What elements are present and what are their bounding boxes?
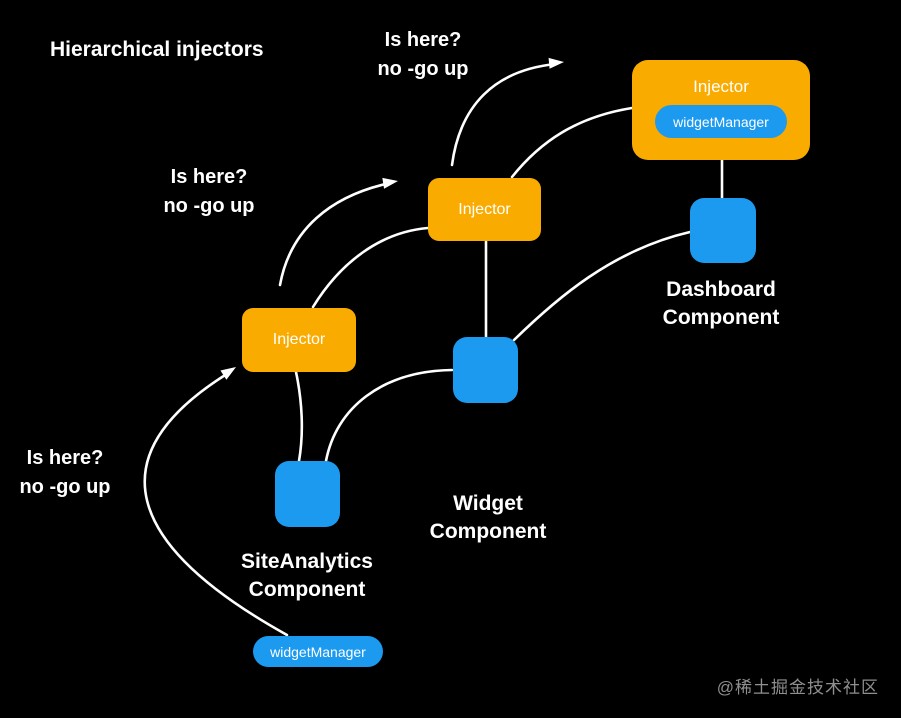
lookup-label-bottom-line1: Is here?: [26, 447, 104, 469]
component-label-site-analytics-line2: Component: [248, 578, 366, 601]
injector-box-root: Injector widgetManager: [632, 60, 810, 160]
component-label-site-analytics-line1: SiteAnalytics: [241, 550, 373, 573]
widget-manager-pill-site-analytics-label: widgetManager: [270, 643, 366, 660]
widget-manager-pill-site-analytics: widgetManager: [253, 636, 383, 667]
lookup-label-top-line2: no -go up: [377, 58, 469, 80]
arrow-injector1-to-injector2: [278, 181, 392, 287]
component-label-dashboard-line2: Component: [662, 306, 780, 329]
injector-root-label: Injector: [693, 77, 749, 96]
arrow-injector2-to-injector3: [450, 62, 558, 167]
widget-manager-pill-root-label: widgetManager: [673, 113, 769, 130]
lookup-label-middle-line1: Is here?: [170, 166, 248, 188]
injector-box-widget: Injector: [428, 178, 541, 241]
arrowhead-injector1-to-injector2: [382, 177, 398, 189]
component-label-dashboard-line1: Dashboard: [666, 278, 776, 301]
injector-site-analytics-label: Injector: [272, 331, 326, 348]
arrowhead-pill-to-injector1: [220, 367, 236, 380]
component-label-site-analytics: SiteAnalytics Component: [197, 548, 417, 604]
component-box-widget: [453, 337, 518, 403]
component-box-dashboard: [690, 198, 756, 263]
lookup-label-middle: Is here? no -go up: [109, 163, 309, 221]
arrowhead-injector2-to-injector3: [548, 57, 564, 69]
component-label-widget-line2: Component: [429, 520, 547, 543]
lookup-label-top-line1: Is here?: [384, 29, 462, 51]
lookup-label-top: Is here? no -go up: [323, 26, 523, 84]
component-label-widget: Widget Component: [378, 490, 598, 546]
injector-widget-label: Injector: [458, 200, 511, 218]
page-title: Hierarchical injectors: [50, 38, 264, 61]
lookup-label-middle-line2: no -go up: [163, 195, 255, 217]
component-label-widget-line1: Widget: [453, 492, 523, 515]
edge-injector1-to-injector2: [311, 226, 430, 309]
component-box-site-analytics: [275, 461, 340, 527]
edge-injector-to-site-analytics: [294, 370, 304, 463]
injector-box-site-analytics: Injector: [242, 308, 356, 372]
edge-site-analytics-to-widget: [324, 368, 454, 463]
edge-widget-to-dashboard: [512, 230, 692, 342]
edge-injector2-to-injector3: [510, 106, 634, 179]
arrow-pill-to-injector1: [143, 370, 289, 637]
lookup-label-bottom-line2: no -go up: [19, 476, 111, 498]
lookup-label-bottom: Is here? no -go up: [0, 444, 165, 502]
widget-manager-pill-root: widgetManager: [655, 105, 787, 138]
watermark: @稀土掘金技术社区: [716, 678, 879, 697]
component-label-dashboard: Dashboard Component: [611, 276, 831, 332]
